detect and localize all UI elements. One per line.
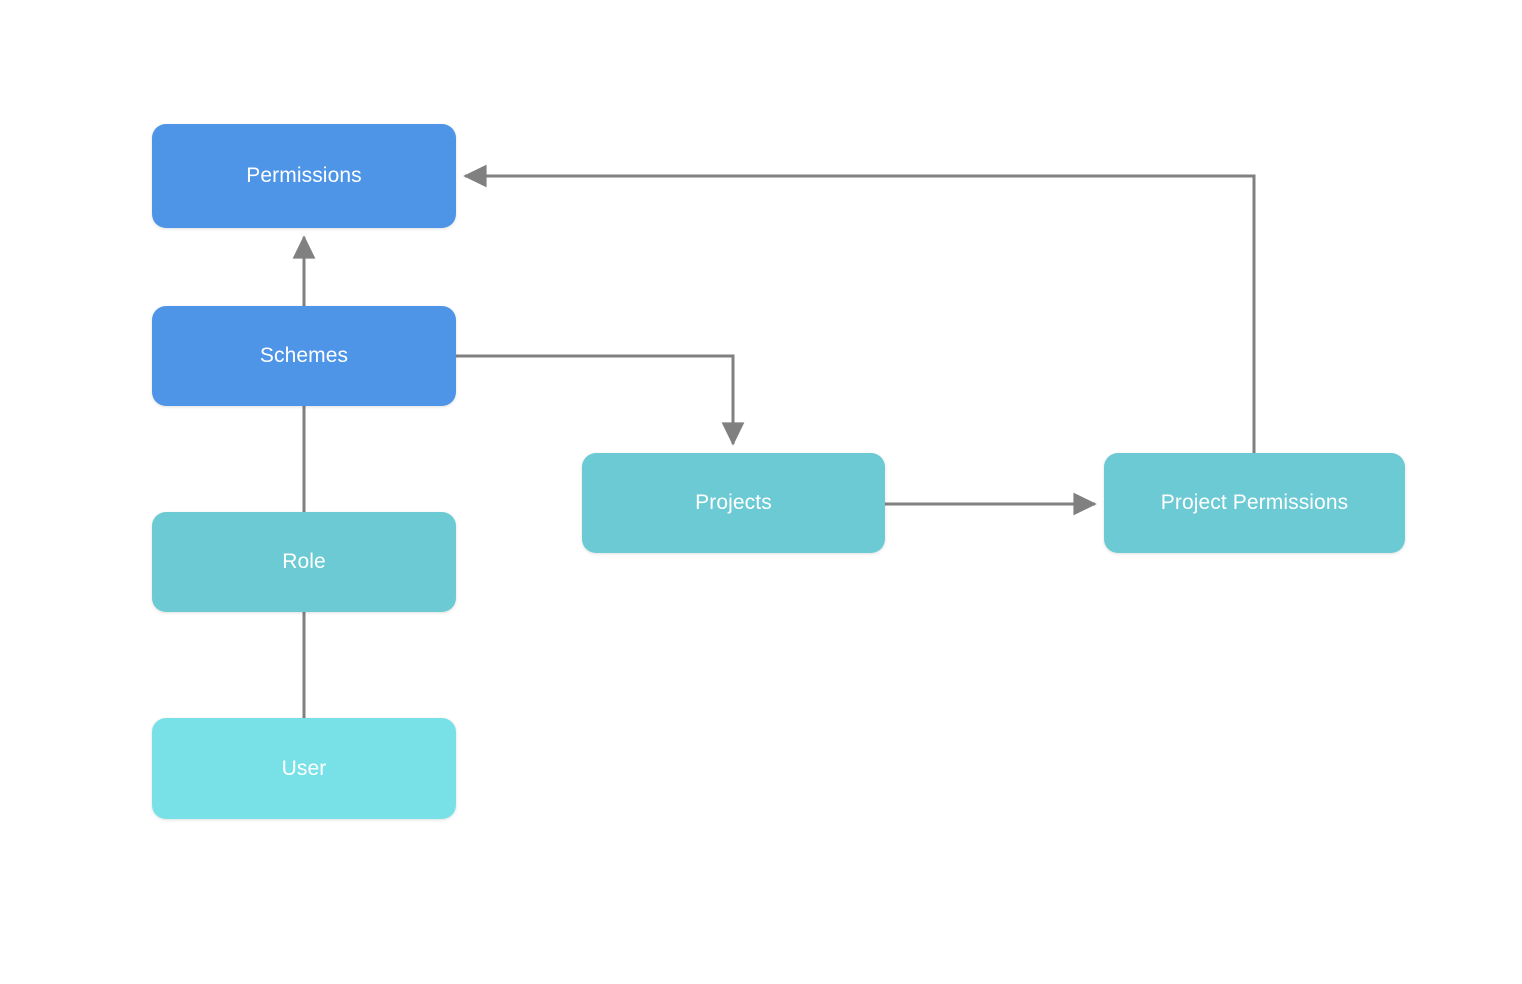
node-role-label: Role xyxy=(282,550,326,574)
node-permissions[interactable]: Permissions xyxy=(152,124,456,228)
node-user-label: User xyxy=(281,756,327,780)
node-project-permissions-label: Project Permissions xyxy=(1160,491,1349,515)
node-user[interactable]: User xyxy=(152,718,456,819)
node-projects[interactable]: Projects xyxy=(582,453,885,553)
edge-schemes-to-projects xyxy=(456,354,745,446)
node-role[interactable]: Role xyxy=(152,512,456,612)
edge-project-permissions-to-permissions xyxy=(463,164,1256,453)
node-schemes-label: Schemes xyxy=(259,344,349,368)
node-schemes[interactable]: Schemes xyxy=(152,306,456,406)
node-projects-label: Projects xyxy=(695,491,772,515)
node-permissions-label: Permissions xyxy=(246,164,362,188)
node-project-permissions[interactable]: Project Permissions xyxy=(1104,453,1405,553)
